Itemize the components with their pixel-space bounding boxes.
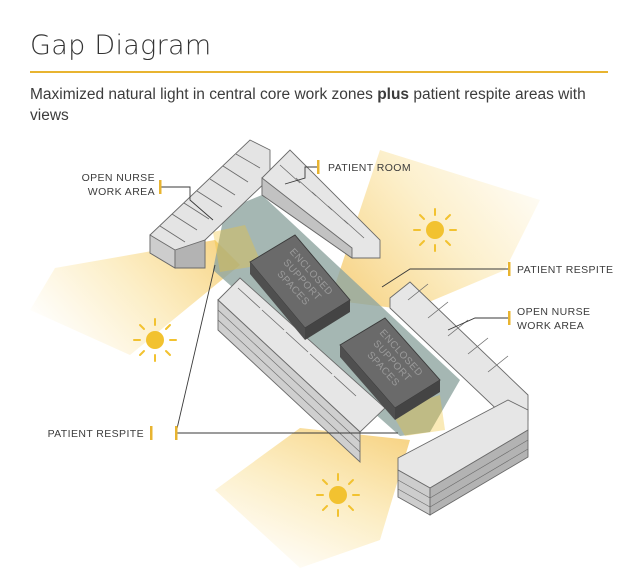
sun-icon — [316, 473, 360, 517]
subtitle-prefix: Maximized natural light in central core … — [30, 86, 378, 103]
building-wing-southwest — [217, 277, 386, 464]
label-open-nurse-work-area-left-line-1: OPEN NURSE — [82, 172, 155, 184]
title-rule — [30, 71, 608, 73]
subtitle-bold: plus — [377, 86, 410, 103]
enclosed-support-block-1: ENCLOSED SUPPORT SPACES — [249, 234, 351, 340]
building-wing-northwest — [149, 139, 271, 269]
label-open-nurse-work-area-right-line-2: WORK AREA — [517, 320, 584, 332]
label-open-nurse-work-area-left-line-2: WORK AREA — [88, 186, 155, 198]
label-patient-respite-left: PATIENT RESPITE — [48, 428, 144, 440]
enclosed-support-block-2: ENCLOSED SUPPORT SPACES — [339, 317, 441, 420]
page-subtitle: Maximized natural light in central core … — [30, 84, 590, 126]
label-open-nurse-work-area-right-line-1: OPEN NURSE — [517, 306, 590, 318]
label-patient-room: PATIENT ROOM — [328, 162, 411, 174]
building-wing-southeast — [397, 399, 529, 516]
sun-icon — [413, 208, 457, 252]
subtitle-suffix: patient respite areas with views — [30, 86, 586, 124]
sun-icon — [133, 318, 177, 362]
label-patient-respite-right: PATIENT RESPITE — [517, 264, 613, 276]
core-glow-left — [213, 225, 262, 272]
leader-lines — [160, 166, 508, 434]
light-beam-bottom — [215, 428, 410, 568]
page-title: Gap Diagram — [30, 30, 212, 61]
building-wing-northeast — [261, 149, 381, 259]
bracket-markers — [150, 160, 511, 440]
core-glow-right — [390, 395, 445, 436]
light-beam-left — [30, 240, 240, 355]
